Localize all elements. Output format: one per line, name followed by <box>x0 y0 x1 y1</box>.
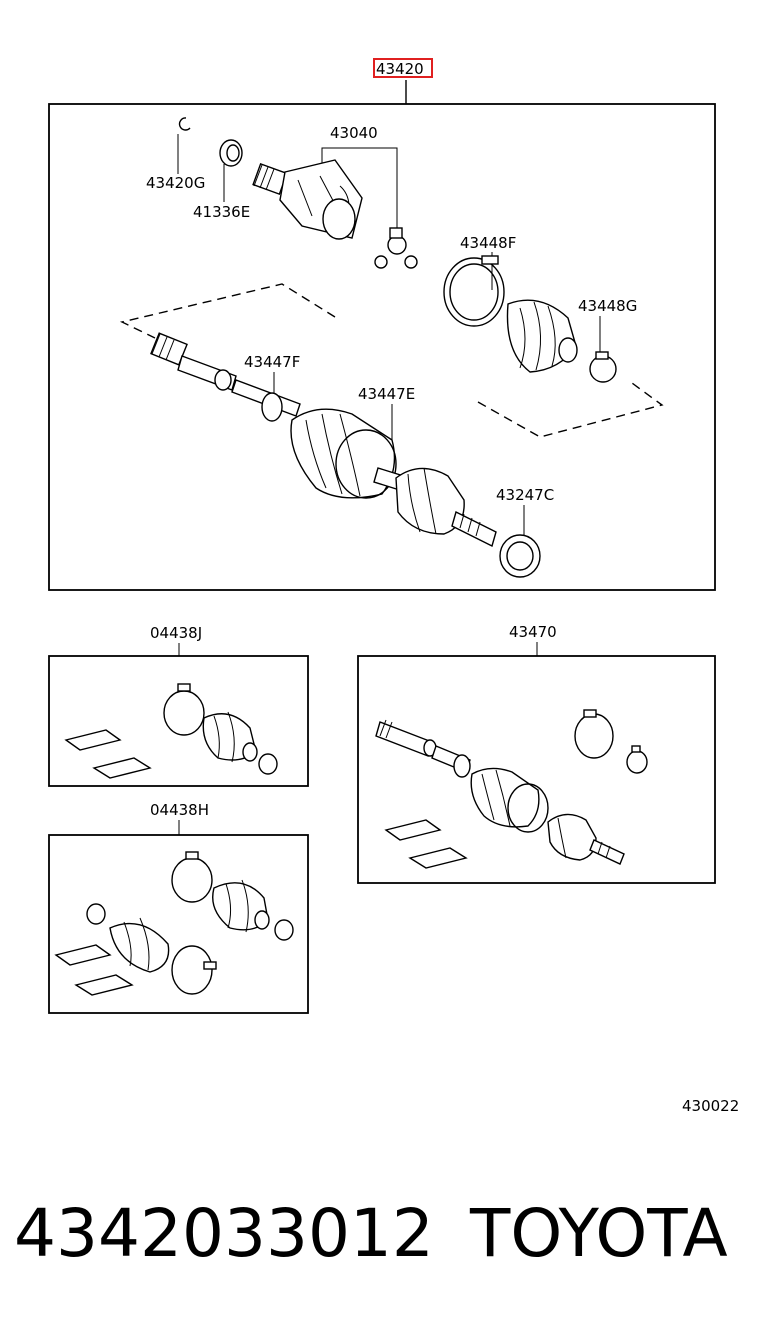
callout-41336E[interactable]: 41336E <box>193 203 250 221</box>
callout-43247C[interactable]: 43247C <box>496 486 554 504</box>
kit-04438J-drawing <box>64 683 278 779</box>
kit-04438J-frame <box>48 655 309 787</box>
figure-code: 430022 <box>682 1097 739 1115</box>
main-part-number[interactable]: 43420 <box>376 60 424 78</box>
inboard-joint-drawing <box>252 159 363 240</box>
callout-43447E[interactable]: 43447E <box>358 385 415 403</box>
drive-shaft-drawing <box>150 332 497 548</box>
seal-41336E-drawing <box>219 139 243 167</box>
kit-43470-drawing <box>375 709 648 869</box>
clamp-43448F-drawing <box>443 255 505 327</box>
snap-ring-drawing <box>178 117 191 131</box>
inner-boot-drawing <box>506 299 578 373</box>
clamp-43448G-drawing <box>589 351 617 383</box>
callout-43448G[interactable]: 43448G <box>578 297 637 315</box>
callout-43447F[interactable]: 43447F <box>244 353 300 371</box>
callout-43420G[interactable]: 43420G <box>146 174 205 192</box>
seal-43247C-drawing <box>499 534 541 578</box>
kit-04438H-drawing <box>54 851 294 996</box>
tripod-drawing <box>374 227 418 269</box>
callout-43040[interactable]: 43040 <box>330 124 378 142</box>
kit-label-04438H[interactable]: 04438H <box>150 801 209 819</box>
caption-brand: TOYOTA <box>469 1195 728 1272</box>
callout-43448F[interactable]: 43448F <box>460 234 516 252</box>
caption-part-number: 4342033012 <box>14 1195 434 1272</box>
kit-43470-frame <box>357 655 716 884</box>
main-assembly-frame <box>48 103 716 591</box>
kit-label-43470[interactable]: 43470 <box>509 623 557 641</box>
highlight-box <box>373 58 433 78</box>
kit-label-04438J[interactable]: 04438J <box>150 624 202 642</box>
kit-04438H-frame <box>48 834 309 1014</box>
